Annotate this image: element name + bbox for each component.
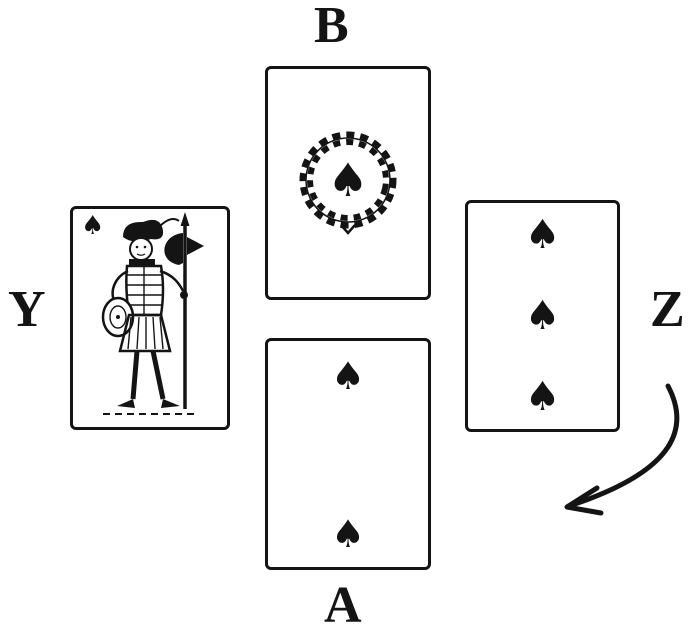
card-three-of-spades: ♠ ♠ ♠ <box>465 200 620 432</box>
card-two-of-spades: ♠ ♠ <box>265 338 431 570</box>
spade-pip: ♠ <box>327 153 369 207</box>
card-jack-of-spades: ♠ <box>70 206 230 430</box>
spade-pip: ♠ <box>524 293 561 339</box>
spade-pip: ♠ <box>330 512 366 556</box>
card-ace-of-spades: ♠ <box>265 66 431 300</box>
player-label-b: B <box>314 0 349 54</box>
spade-pip: ♠ <box>524 374 561 420</box>
curved-arrow-icon <box>535 372 695 532</box>
spade-pip: ♠ <box>81 211 105 241</box>
player-label-z: Z <box>650 281 685 338</box>
laurel-wreath-ornament: ♠ <box>289 121 407 239</box>
wreath-icon <box>299 131 397 235</box>
knave-figure-illustration <box>101 212 204 415</box>
spade-pip: ♠ <box>330 354 366 398</box>
player-label-y: Y <box>8 281 46 338</box>
spade-pip: ♠ <box>524 212 561 258</box>
player-label-a: A <box>324 577 362 634</box>
